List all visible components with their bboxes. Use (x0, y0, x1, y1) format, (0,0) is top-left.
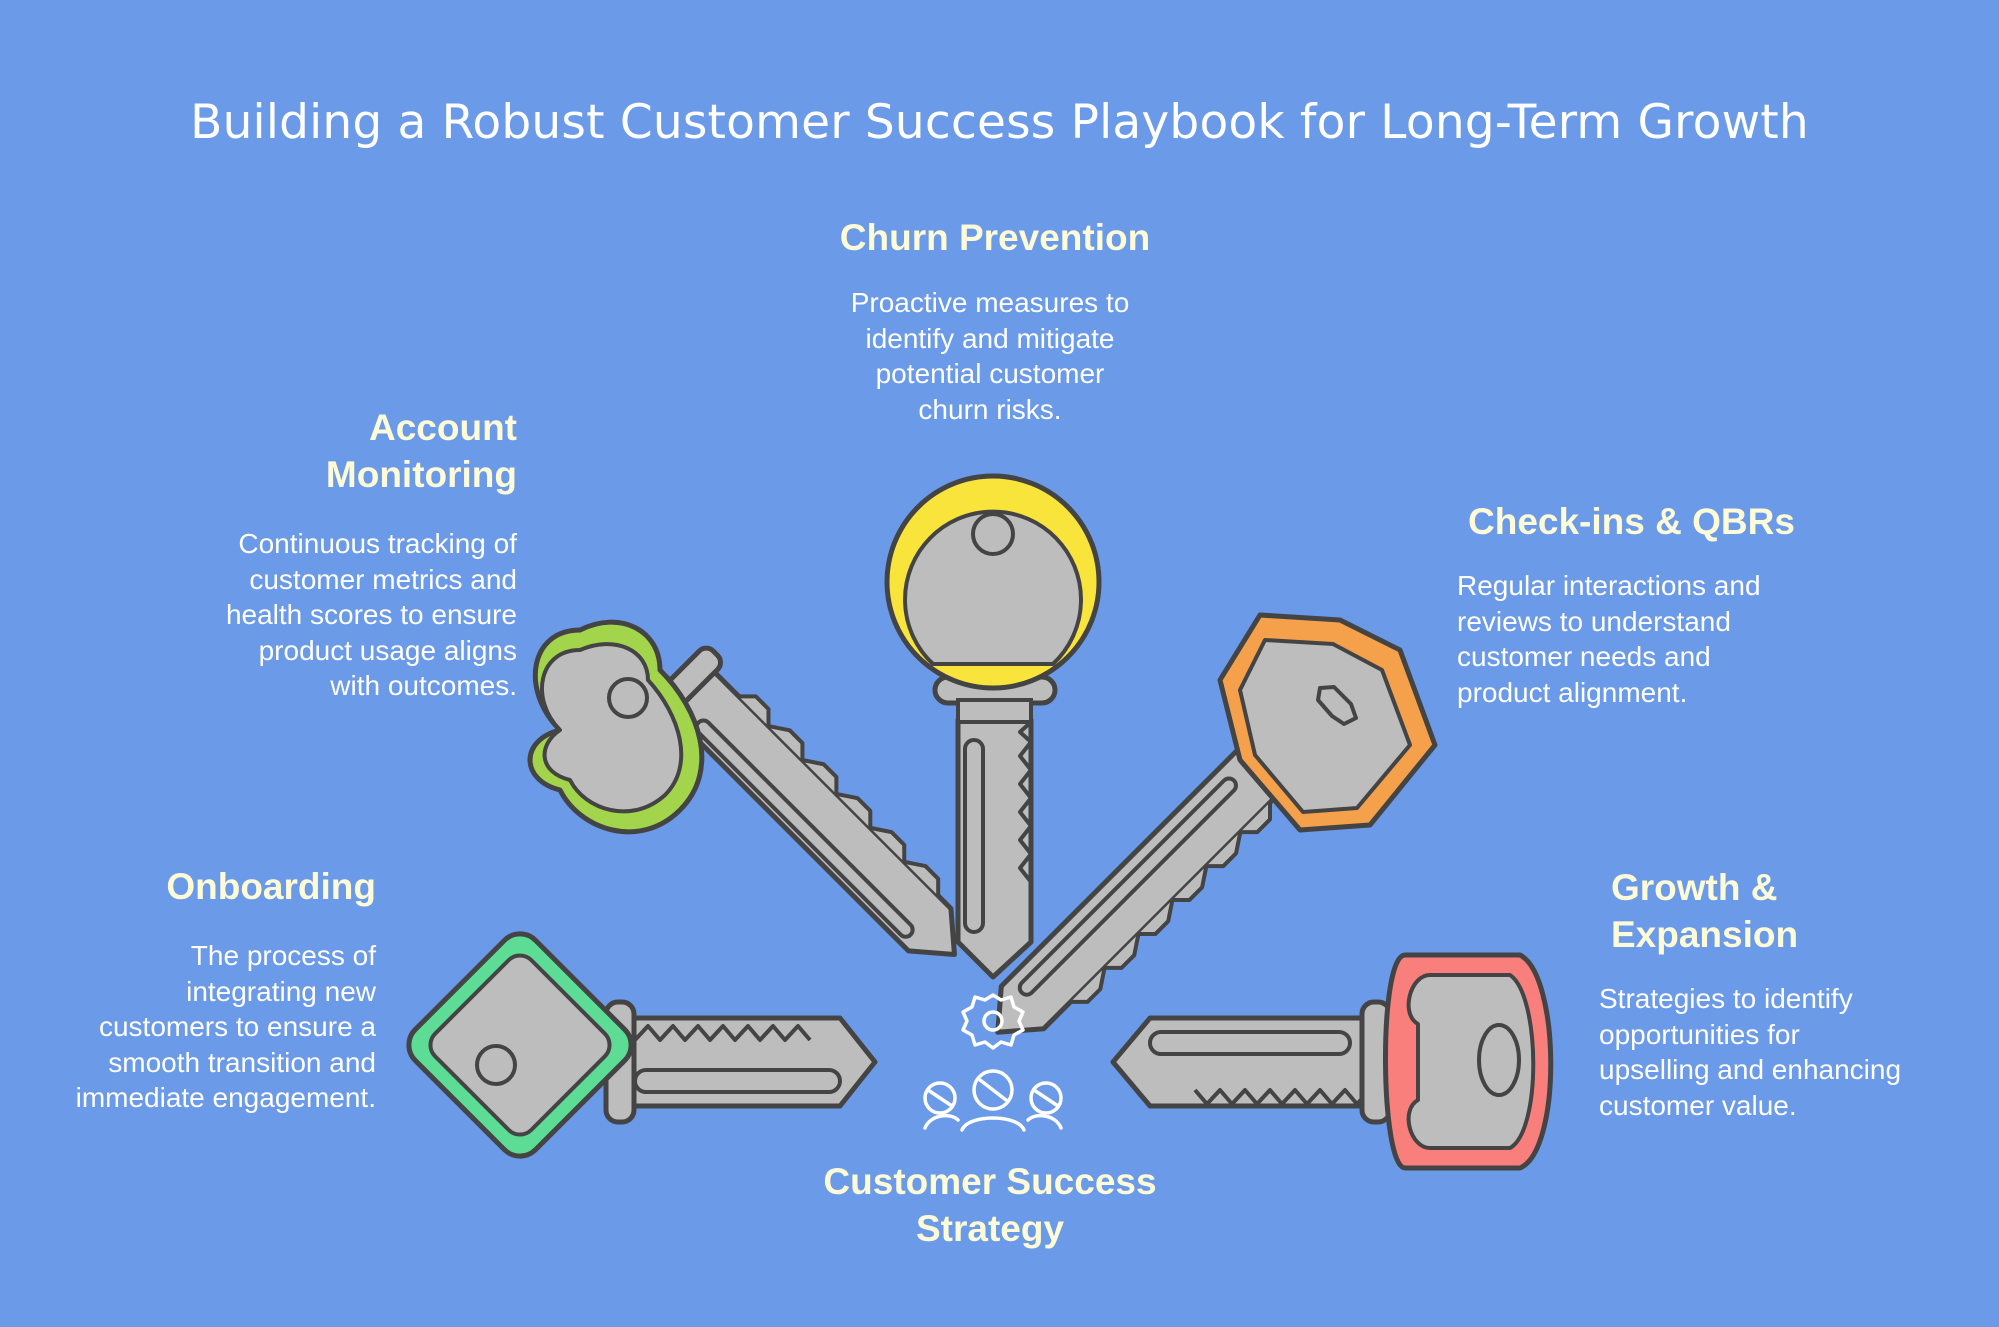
desc-line: upselling and enhancing (1599, 1054, 1902, 1085)
churn-prevention-description: Proactive measures to identify and mitig… (790, 285, 1190, 427)
center-label-line: Customer Success (823, 1161, 1157, 1202)
checkins-qbrs-heading: Check-ins & QBRs (1468, 501, 1795, 542)
desc-line: smooth transition and (108, 1046, 376, 1078)
desc-line: potential customer (875, 358, 1105, 389)
desc-line: customer metrics and (249, 563, 517, 595)
onboarding-heading: Onboarding (166, 866, 376, 907)
churn-prevention-heading: Churn Prevention (839, 217, 1151, 258)
desc-line: immediate engagement. (75, 1082, 376, 1113)
heading-line: Monitoring (325, 454, 517, 495)
desc-line: Proactive measures to (850, 287, 1130, 318)
desc-line: integrating new (186, 975, 376, 1007)
desc-line: customers to ensure a (98, 1011, 376, 1042)
desc-line: health scores to ensure (225, 599, 517, 630)
desc-line: customer needs and (1457, 641, 1711, 672)
desc-line: customer value. (1599, 1089, 1797, 1121)
center-strategy-label: Customer Success Strategy (790, 1158, 1190, 1252)
desc-line: Continuous tracking of (238, 528, 517, 559)
checkins-qbrs-description: Regular interactions and reviews to unde… (1457, 568, 1857, 710)
desc-line: Regular interactions and (1457, 570, 1761, 601)
desc-line: Strategies to identify (1599, 983, 1853, 1014)
green-key-icon (406, 931, 878, 1159)
page-title: Building a Robust Customer Success Playb… (190, 95, 1809, 150)
onboarding-description: The process of integrating new customers… (26, 938, 376, 1116)
desc-line: product usage aligns (258, 634, 517, 666)
desc-line: opportunities for (1599, 1018, 1800, 1050)
desc-line: identify and mitigate (865, 322, 1115, 354)
account-monitoring-heading: Account Monitoring (217, 404, 517, 498)
account-monitoring-description: Continuous tracking of customer metrics … (167, 526, 517, 704)
desc-line: The process of (190, 940, 376, 971)
lime-key-icon (527, 619, 957, 957)
yellow-key-icon (884, 473, 1102, 980)
desc-line: product alignment. (1457, 676, 1688, 708)
team-gear-icon (923, 993, 1063, 1132)
desc-line: churn risks. (918, 393, 1062, 425)
center-label-line: Strategy (915, 1208, 1065, 1249)
heading-line: Account (369, 407, 517, 448)
growth-expansion-description: Strategies to identify opportunities for… (1599, 981, 1979, 1123)
desc-line: with outcomes. (330, 670, 517, 701)
growth-expansion-heading: Growth & Expansion (1611, 864, 1911, 958)
heading-line: Growth & (1611, 867, 1778, 908)
desc-line: reviews to understand (1457, 605, 1731, 637)
red-key-icon (1110, 952, 1554, 1171)
heading-line: Expansion (1611, 914, 1799, 955)
